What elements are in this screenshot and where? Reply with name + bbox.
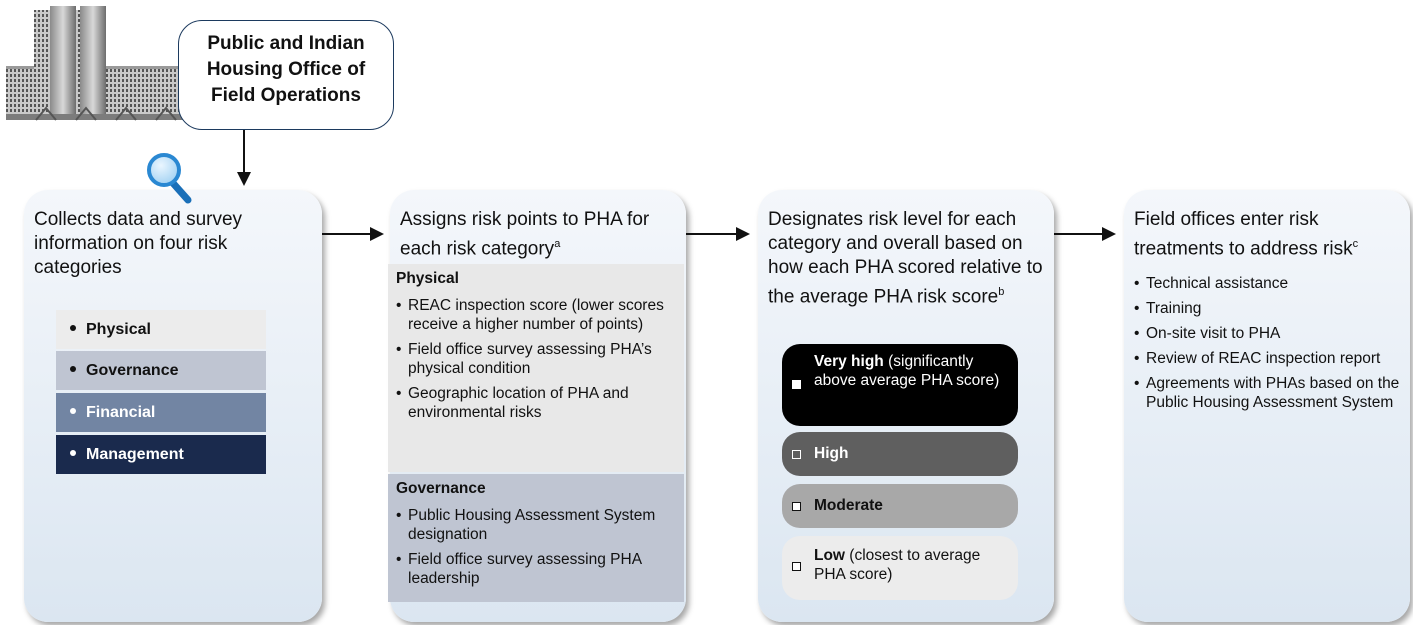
office-line-3: Field Operations xyxy=(211,85,361,106)
list-item: Technical assistance xyxy=(1134,274,1402,293)
category-label: Management xyxy=(86,446,184,463)
down-arrow xyxy=(243,130,245,174)
panel-assign-points: Assigns risk points to PHA for each risk… xyxy=(388,190,686,622)
category-financial: Financial xyxy=(56,393,266,432)
building-icon xyxy=(6,4,196,130)
panel-designate-risk-title: Designates risk level for each category … xyxy=(768,209,1043,308)
square-icon xyxy=(792,562,801,571)
flow-arrow-3 xyxy=(1054,233,1104,235)
list-item: Geographic location of PHA and environme… xyxy=(396,384,676,422)
panel-assign-points-title: Assigns risk points to PHA for each risk… xyxy=(400,209,650,260)
bullet-dot-icon xyxy=(70,407,76,414)
category-label: Financial xyxy=(86,404,156,421)
list-item: Public Housing Assessment System designa… xyxy=(396,506,676,544)
list-item: Training xyxy=(1134,299,1402,318)
office-line-2: Housing Office of xyxy=(206,59,366,80)
category-management: Management xyxy=(56,435,266,474)
governance-section: Governance Public Housing Assessment Sys… xyxy=(388,474,684,602)
square-icon xyxy=(792,450,801,459)
flow-arrow-1 xyxy=(322,233,372,235)
risk-level-moderate: Moderate xyxy=(782,484,1018,528)
list-item: Field office survey assessing PHA’s phys… xyxy=(396,340,676,378)
panel-risk-treatments: Field offices enter risk treatments to a… xyxy=(1124,190,1410,622)
list-item: Agreements with PHAs based on the Public… xyxy=(1134,374,1402,412)
flow-arrow-3-head xyxy=(1102,227,1116,241)
list-item: Field office survey assessing PHA leader… xyxy=(396,550,676,588)
office-bubble: Public and Indian Housing Office of Fiel… xyxy=(178,20,394,130)
down-arrow-head xyxy=(237,172,251,186)
category-governance: Governance xyxy=(56,351,266,390)
office-line-1: Public and Indian xyxy=(207,33,365,54)
category-physical: Physical xyxy=(56,310,266,349)
physical-section: Physical REAC inspection score (lower sc… xyxy=(388,264,684,472)
bullet-dot-icon xyxy=(70,449,76,456)
bullet-dot-icon xyxy=(70,324,76,331)
bullet-dot-icon xyxy=(70,365,76,372)
square-icon xyxy=(792,380,801,389)
list-item: REAC inspection score (lower scores rece… xyxy=(396,296,676,334)
panel-collect-data-title: Collects data and survey information on … xyxy=(34,209,243,278)
panel-designate-risk: Designates risk level for each category … xyxy=(758,190,1054,622)
risk-level-high: High xyxy=(782,432,1018,476)
magnifying-glass-icon xyxy=(144,150,194,204)
list-item: Review of REAC inspection report xyxy=(1134,349,1402,368)
list-item: On-site visit to PHA xyxy=(1134,324,1402,343)
physical-heading: Physical xyxy=(396,270,459,287)
risk-level-low: Low (closest to average PHA score) xyxy=(782,536,1018,600)
flow-arrow-1-head xyxy=(370,227,384,241)
panel-risk-treatments-title: Field offices enter risk treatments to a… xyxy=(1134,209,1359,260)
flow-arrow-2 xyxy=(686,233,738,235)
category-label: Physical xyxy=(86,321,151,338)
governance-heading: Governance xyxy=(396,480,486,497)
panel-collect-data: Collects data and survey information on … xyxy=(24,190,322,622)
flow-arrow-2-head xyxy=(736,227,750,241)
square-icon xyxy=(792,502,801,511)
category-label: Governance xyxy=(86,362,179,379)
risk-level-very-high: Very high (significantly above average P… xyxy=(782,344,1018,426)
